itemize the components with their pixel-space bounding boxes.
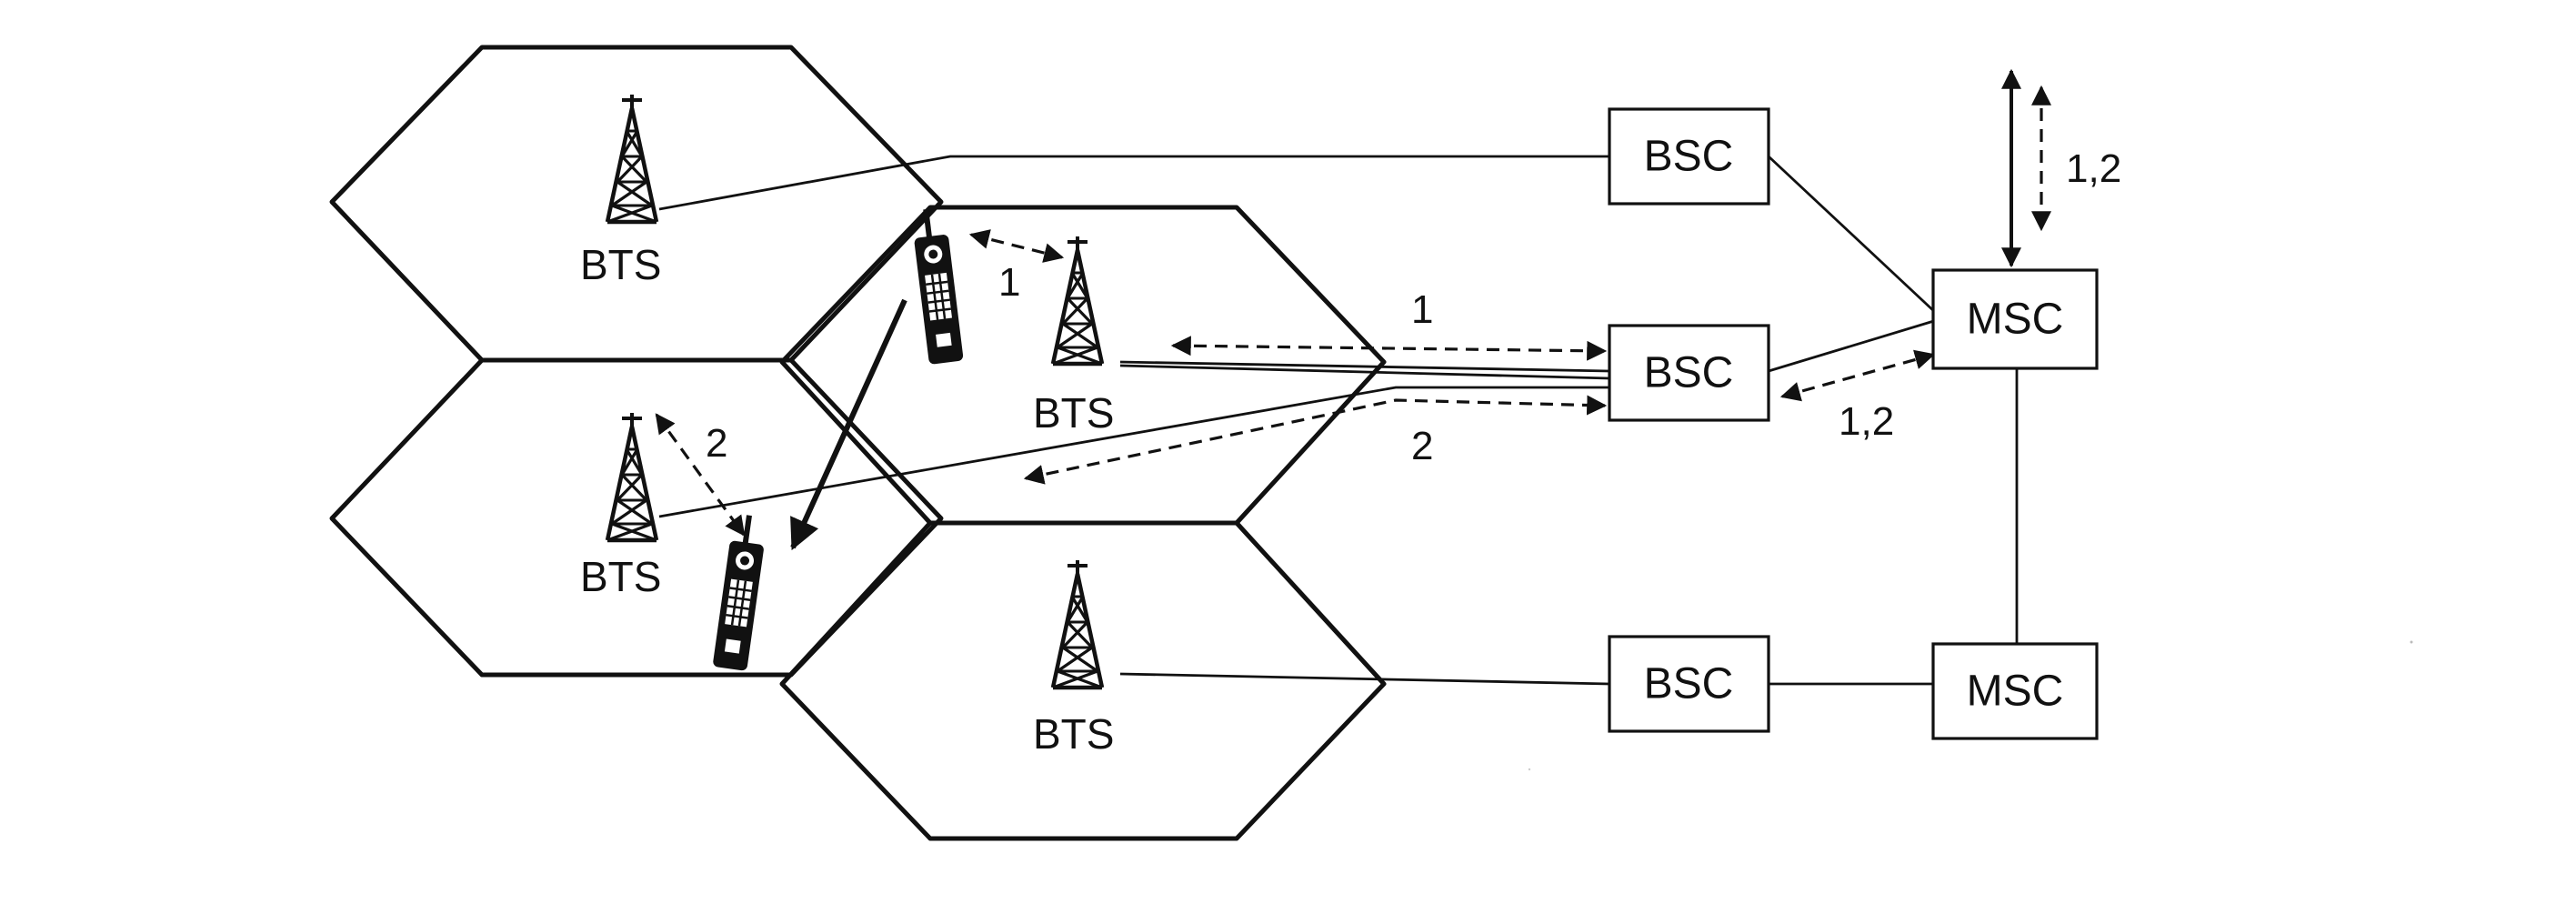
signal-bsc2-msc1 xyxy=(1779,349,1936,402)
bts-label-3: BTS xyxy=(580,553,661,600)
msc-label-1: MSC xyxy=(1967,296,2064,344)
signal-label-phone-bts-1: 1 xyxy=(998,260,1020,305)
link-bts3-bsc2 xyxy=(658,386,1609,518)
bts-label-2: BTS xyxy=(1033,389,1114,437)
signal-bts-bsc-2 xyxy=(1023,395,1608,485)
cell-bottom-center xyxy=(779,520,1387,841)
bts-label-1: BTS xyxy=(580,241,661,288)
bts-tower-icon-1 xyxy=(607,95,657,222)
signal-phone-bts-2 xyxy=(655,413,746,537)
bts-label-4: BTS xyxy=(1033,710,1114,758)
link-bts4-bsc3 xyxy=(1119,672,1610,686)
bsc-label-1: BSC xyxy=(1644,133,1734,181)
link-bts1-bsc1 xyxy=(658,155,1609,211)
bsc-label-3: BSC xyxy=(1644,660,1734,708)
signal-label-phone-bts-2: 2 xyxy=(706,421,727,466)
mobile-phone-icon-after xyxy=(711,512,770,673)
cell-bottom-left xyxy=(329,357,944,678)
link-bts2-bsc2-a xyxy=(1119,360,1610,373)
signal-label-bsc-msc: 1,2 xyxy=(1839,399,1894,444)
bts-tower-icon-3 xyxy=(607,413,657,540)
msc-box-2: MSC xyxy=(1931,642,2099,740)
signal-phone-bts-1 xyxy=(968,229,1065,263)
bsc-label-2: BSC xyxy=(1644,349,1734,397)
mobile-phone-icon-before xyxy=(909,206,966,367)
bsc-box-2: BSC xyxy=(1608,324,1770,422)
signal-bts-bsc-1 xyxy=(1170,336,1608,361)
signal-label-msc-external: 1,2 xyxy=(2066,146,2121,191)
link-bts2-bsc2-b xyxy=(1119,364,1610,380)
link-bsc2-msc1 xyxy=(1768,318,1938,373)
cell-top-left xyxy=(329,45,944,363)
link-bsc1-msc1 xyxy=(1768,155,1938,316)
signal-label-bts-bsc-1: 1 xyxy=(1411,287,1433,332)
signal-label-bts-bsc-2: 2 xyxy=(1411,424,1433,468)
msc-label-2: MSC xyxy=(1967,668,2064,716)
msc-box-1: MSC xyxy=(1931,268,2099,370)
handover-movement-arrow xyxy=(790,298,907,551)
bts-tower-icon-4 xyxy=(1053,560,1102,688)
bsc-box-3: BSC xyxy=(1608,635,1770,733)
bsc-box-1: BSC xyxy=(1608,107,1770,206)
